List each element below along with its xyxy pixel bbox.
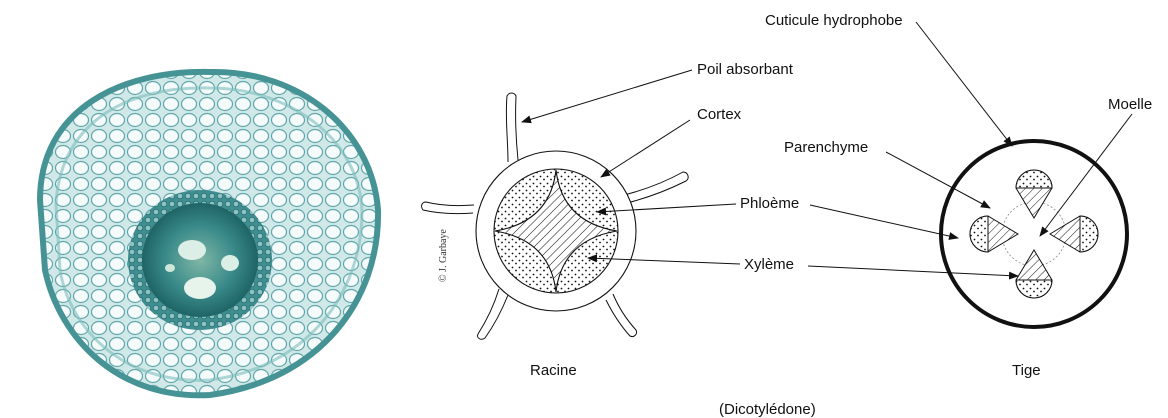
label-cortex: Cortex <box>697 106 741 123</box>
label-group: (Dicotylédone) <box>719 401 816 418</box>
label-xylem: Xylème <box>744 256 794 273</box>
label-root-hair: Poil absorbant <box>697 61 793 78</box>
label-phloem: Phloème <box>740 195 799 212</box>
label-parenchyma: Parenchyme <box>784 139 868 156</box>
label-cuticle: Cuticule hydrophobe <box>765 12 903 29</box>
label-pith: Moelle <box>1108 96 1152 113</box>
leader-cortex <box>601 120 690 177</box>
leader-cuticule <box>916 22 1012 146</box>
photo-credit: © J. Garbaye <box>438 229 449 282</box>
stem-outline <box>941 141 1127 327</box>
micrograph-root-cross-section <box>0 0 400 418</box>
leader-phloeme-stem <box>810 205 958 238</box>
label-stem: Tige <box>1012 362 1041 379</box>
label-root: Racine <box>530 362 577 379</box>
leader-poil-absorbant <box>522 70 692 122</box>
